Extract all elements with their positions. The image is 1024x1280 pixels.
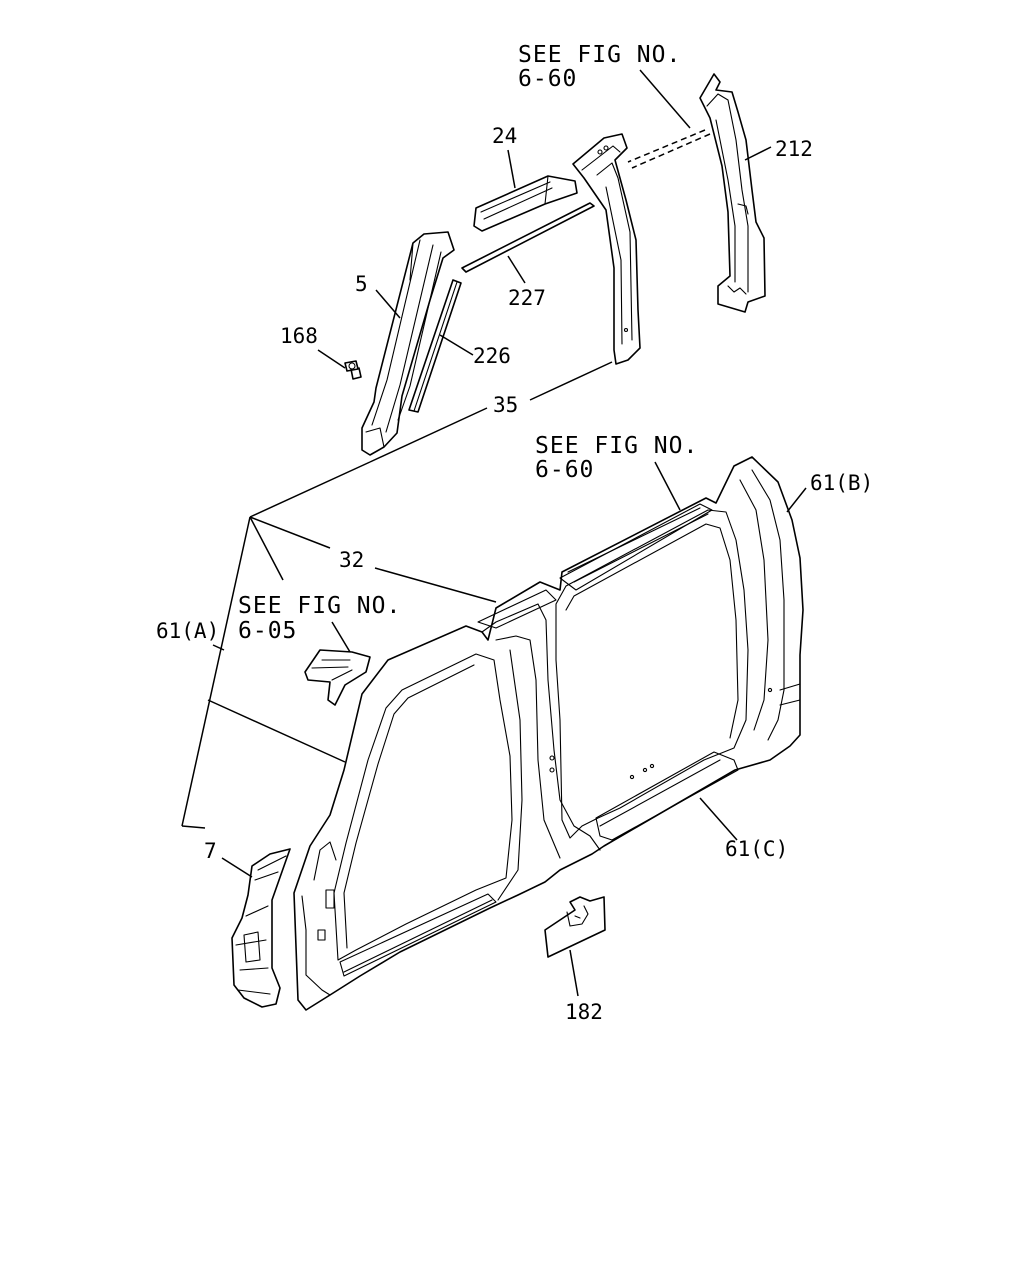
part-label-61b: 61(B) bbox=[810, 471, 873, 495]
leader-212 bbox=[744, 146, 772, 161]
leader-61a-vertical bbox=[181, 516, 251, 827]
part-35-b-pillar bbox=[572, 133, 641, 365]
part-168-bolt bbox=[344, 360, 362, 380]
leader-7 bbox=[221, 857, 253, 878]
leader-lines bbox=[181, 69, 807, 997]
part-label-226: 226 bbox=[473, 344, 511, 368]
see-fig-left-line1: SEE FIG NO. bbox=[238, 593, 401, 619]
leader-61b bbox=[786, 487, 807, 513]
part-5-a-pillar bbox=[361, 231, 455, 456]
leader-182 bbox=[569, 949, 579, 997]
part-182-bracket bbox=[544, 896, 606, 958]
leader-168 bbox=[317, 349, 346, 369]
part-label-35: 35 bbox=[493, 393, 518, 417]
part-226-strip bbox=[408, 279, 462, 413]
dashed-rod-top bbox=[627, 129, 706, 163]
part-label-168: 168 bbox=[280, 324, 318, 348]
see-fig-left-line2: 6-05 bbox=[238, 618, 297, 644]
leader-35-down bbox=[249, 461, 371, 518]
leader-61c bbox=[699, 797, 738, 841]
leader-see-fig-top bbox=[639, 69, 691, 129]
leader-24 bbox=[507, 149, 516, 189]
part-label-212: 212 bbox=[775, 137, 813, 161]
leader-227 bbox=[507, 255, 526, 284]
part-label-7: 7 bbox=[204, 839, 217, 863]
see-fig-top-line2: 6-60 bbox=[518, 66, 577, 92]
see-fig-top-line1: SEE FIG NO. bbox=[518, 42, 681, 68]
part-label-182: 182 bbox=[565, 1000, 603, 1024]
leader-226 bbox=[439, 334, 474, 356]
see-fig-callout-middle: SEE FIG NO. 6-60 bbox=[535, 433, 698, 483]
part-label-5: 5 bbox=[355, 272, 368, 296]
leader-see-fig-left-part bbox=[331, 621, 351, 653]
leader-7-elbow bbox=[181, 825, 206, 829]
part-212-c-pillar bbox=[699, 73, 766, 313]
leader-35-right bbox=[529, 361, 613, 401]
part-7-a-pillar-lower bbox=[231, 848, 291, 1008]
see-fig-callout-left: SEE FIG NO. 6-05 bbox=[238, 593, 401, 644]
leader-5 bbox=[375, 289, 401, 319]
see-fig-callout-top: SEE FIG NO. 6-60 bbox=[518, 42, 681, 92]
part-label-32: 32 bbox=[339, 548, 364, 572]
leader-see-fig-middle bbox=[654, 461, 681, 511]
part-label-24: 24 bbox=[492, 124, 517, 148]
dashed-rod-top-2 bbox=[631, 133, 711, 169]
see-fig-middle-line1: SEE FIG NO. bbox=[535, 433, 698, 459]
leader-32-left bbox=[249, 516, 331, 549]
part-61-side-panel bbox=[293, 456, 804, 1011]
leader-61a bbox=[212, 644, 225, 651]
part-label-61c: 61(C) bbox=[725, 837, 788, 861]
leader-35-left bbox=[369, 407, 488, 463]
part-see-fig-bracket bbox=[304, 649, 371, 706]
leader-32-right bbox=[374, 567, 497, 603]
part-24-roof-rail bbox=[473, 175, 578, 232]
part-label-61a: 61(A) bbox=[156, 619, 219, 643]
part-label-227: 227 bbox=[508, 286, 546, 310]
leader-see-fig-left bbox=[249, 516, 284, 581]
leader-61a-to-panel bbox=[207, 699, 346, 763]
see-fig-middle-line2: 6-60 bbox=[535, 457, 594, 483]
part-227-strip bbox=[461, 202, 595, 273]
